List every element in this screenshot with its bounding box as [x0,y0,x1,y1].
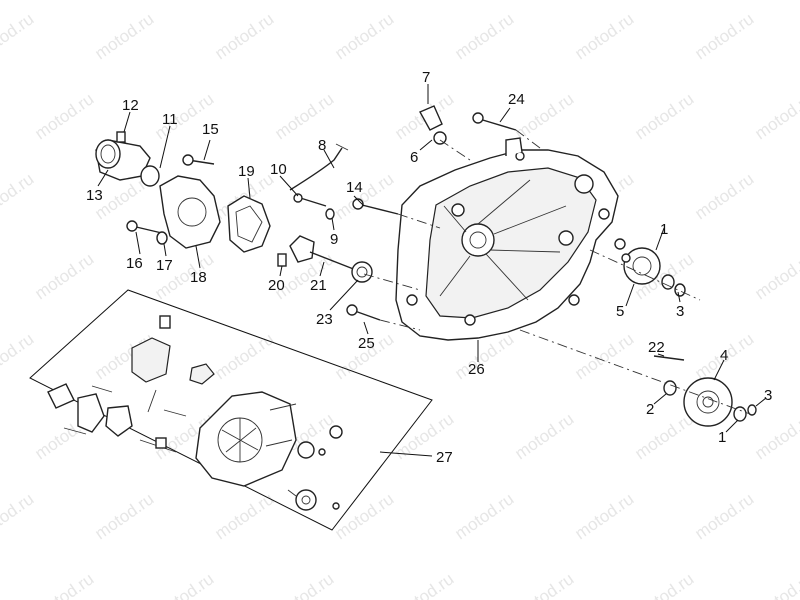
watermark-text: motod.ru [271,89,337,143]
watermark-text: motod.ru [691,9,757,63]
callout-8: 8 [318,137,326,154]
crankcase-cover [395,137,619,341]
watermark-text: motod.ru [751,249,800,303]
watermark-text: motod.ru [751,89,800,143]
callout-4: 4 [720,347,728,364]
watermark-text: motod.ru [271,569,337,600]
callout-1: 1 [660,221,668,238]
callouts: 1 1 2 3 3 4 5 6 7 8 9 10 11 12 13 14 15 … [86,69,772,466]
callout-22: 22 [648,339,665,356]
callout-26: 26 [468,361,485,378]
callout-18: 18 [190,269,207,286]
watermark-text: motod.ru [211,9,277,63]
watermark-text: motod.ru [151,569,217,600]
watermark-text: motod.ru [211,329,277,383]
watermark-text: motod.ru [331,169,397,223]
callout-7: 7 [422,69,430,86]
watermark-text: motod.ru [0,9,37,63]
watermark-text: motod.ru [691,489,757,543]
watermark-text: motod.ru [571,329,637,383]
callout-15: 15 [202,121,219,138]
callout-1: 1 [718,429,726,446]
watermark-text: motod.ru [451,9,517,63]
watermark-text: motod.ru [571,9,637,63]
callout-25: 25 [358,335,375,352]
callout-17: 17 [156,257,173,274]
watermark-text: motod.ru [391,569,457,600]
watermark-text: motod.ru [31,89,97,143]
callout-21: 21 [310,277,327,294]
watermark-text: motod.ru [0,329,37,383]
watermark-text: motod.ru [91,9,157,63]
watermark-text: motod.ru [631,569,697,600]
assembly-inset [29,289,433,531]
watermark-text: motod.ru [511,409,577,463]
callout-10: 10 [270,161,287,178]
callout-19: 19 [238,163,255,180]
callout-23: 23 [316,311,333,328]
gear-parts [614,238,757,427]
callout-13: 13 [86,187,103,204]
watermark-text: motod.ru [31,249,97,303]
watermark-text: motod.ru [511,569,577,600]
watermark-text: motod.ru [631,89,697,143]
callout-2: 2 [646,401,654,418]
callout-3: 3 [676,303,684,320]
watermark-text: motod.ru [91,489,157,543]
watermark-text: motod.ru [331,9,397,63]
watermark-text: motod.ru [751,569,800,600]
leader-lines [97,84,767,457]
callout-24: 24 [508,91,525,108]
callout-20: 20 [268,277,285,294]
callout-27: 27 [436,449,453,466]
watermark-text: motod.ru [451,489,517,543]
callout-11: 11 [162,111,178,128]
watermark-text: motod.ru [691,169,757,223]
callout-12: 12 [122,97,139,114]
callout-14: 14 [346,179,363,196]
watermark-text: motod.ru [331,489,397,543]
watermark-text: motod.ru [571,489,637,543]
assembly-axes [363,129,751,415]
watermark-text: motod.ru [31,569,97,600]
callout-5: 5 [616,303,624,320]
callout-16: 16 [126,255,143,272]
watermark-text: motod.ru [0,169,37,223]
callout-9: 9 [330,231,338,248]
watermark-text: motod.ru [631,409,697,463]
callout-6: 6 [410,149,418,166]
watermark-text: motod.ru [751,409,800,463]
watermark-text: motod.ru [0,489,37,543]
callout-3: 3 [764,387,772,404]
